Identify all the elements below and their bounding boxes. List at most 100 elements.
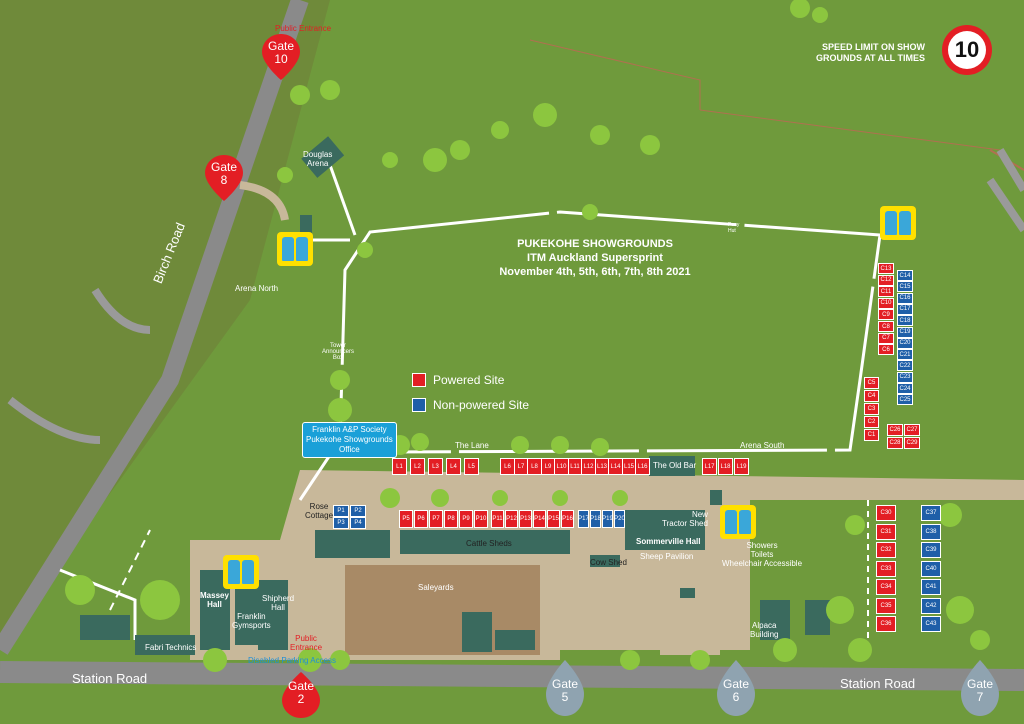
toilet-icon-showers[interactable] (720, 505, 756, 539)
site-p2[interactable]: P2 (350, 505, 366, 517)
site-l4[interactable]: L4 (446, 458, 461, 475)
site-c18[interactable]: C18 (897, 315, 913, 327)
speed-limit-text: SPEED LIMIT ON SHOW GROUNDS AT ALL TIMES (800, 42, 925, 64)
site-p11[interactable]: P11 (491, 510, 504, 528)
site-p8[interactable]: P8 (444, 510, 458, 528)
site-l18[interactable]: L18 (718, 458, 733, 475)
event-dates: November 4th, 5th, 6th, 7th, 8th 2021 (499, 266, 691, 278)
site-c22[interactable]: C22 (897, 360, 913, 372)
site-l17[interactable]: L17 (702, 458, 717, 475)
site-p20[interactable]: P20 (614, 510, 625, 528)
site-l2[interactable]: L2 (410, 458, 425, 475)
title-text: PUKEKOHE SHOWGROUNDS (517, 238, 673, 250)
site-p17[interactable]: P17 (578, 510, 589, 528)
site-c4[interactable]: C4 (864, 390, 879, 402)
speed-limit-sign-icon: 10 (942, 25, 992, 75)
site-c31[interactable]: C31 (876, 523, 896, 540)
site-c21[interactable]: C21 (897, 349, 913, 361)
site-p13[interactable]: P13 (519, 510, 532, 528)
site-p16[interactable]: P16 (561, 510, 574, 528)
site-p5[interactable]: P5 (399, 510, 413, 528)
site-c26[interactable]: C26 (887, 424, 903, 436)
event-name: ITM Auckland Supersprint (527, 252, 663, 264)
gate-7-marker[interactable]: Gate 7 (961, 660, 999, 716)
site-l3[interactable]: L3 (428, 458, 443, 475)
site-c11[interactable]: C11 (878, 286, 894, 298)
site-l19[interactable]: L19 (734, 458, 749, 475)
site-l10[interactable]: L10 (554, 458, 569, 475)
site-c23[interactable]: C23 (897, 371, 913, 383)
site-p15[interactable]: P15 (547, 510, 560, 528)
site-p18[interactable]: P18 (590, 510, 601, 528)
site-c7[interactable]: C7 (878, 332, 894, 344)
site-p6[interactable]: P6 (414, 510, 428, 528)
toilet-icon-massey[interactable] (223, 555, 259, 589)
site-c27[interactable]: C27 (904, 424, 920, 436)
site-c3[interactable]: C3 (864, 403, 879, 415)
site-p19[interactable]: P19 (602, 510, 613, 528)
site-c24[interactable]: C24 (897, 383, 913, 394)
site-c1[interactable]: C1 (864, 429, 879, 441)
site-p14[interactable]: P14 (533, 510, 546, 528)
site-c8[interactable]: C8 (878, 321, 894, 332)
site-c15[interactable]: C15 (897, 281, 913, 293)
site-c6[interactable]: C6 (878, 344, 894, 356)
site-c20[interactable]: C20 (897, 337, 913, 349)
site-l5[interactable]: L5 (464, 458, 479, 475)
site-p12[interactable]: P12 (505, 510, 518, 528)
site-c30[interactable]: C30 (876, 505, 896, 521)
gate-10-marker[interactable]: Gate 10 (262, 34, 300, 80)
gate-8-marker[interactable]: Gate 8 (205, 155, 243, 201)
site-c14[interactable]: C14 (897, 270, 913, 281)
site-c12[interactable]: C12 (878, 274, 894, 286)
site-c39[interactable]: C39 (921, 542, 941, 558)
site-c13[interactable]: C13 (878, 263, 894, 274)
toilet-icon-north[interactable] (277, 232, 313, 266)
site-p3[interactable]: P3 (333, 517, 349, 529)
site-c19[interactable]: C19 (897, 326, 913, 338)
site-p4[interactable]: P4 (350, 517, 366, 529)
site-p9[interactable]: P9 (459, 510, 473, 528)
site-c9[interactable]: C9 (878, 309, 894, 321)
massey-hall-label: Massey Hall (200, 591, 229, 609)
site-c17[interactable]: C17 (897, 303, 913, 315)
new-tractor-shed-label: New Tractor Shed (662, 510, 708, 528)
site-c33[interactable]: C33 (876, 560, 896, 577)
site-c42[interactable]: C42 (921, 597, 941, 614)
toilet-icon-east[interactable] (880, 206, 916, 240)
the-lane-label: The Lane (455, 441, 489, 450)
site-p7[interactable]: P7 (429, 510, 443, 528)
gate-5-marker[interactable]: Gate 5 (546, 660, 584, 716)
gate-10-label: Gate 10 (267, 39, 294, 66)
site-c34[interactable]: C34 (876, 579, 896, 595)
showers-label: Showers Toilets Wheelchair Accessible (722, 541, 803, 568)
site-l7[interactable]: L7 (513, 458, 529, 475)
site-c10[interactable]: C10 (878, 297, 894, 309)
office-label[interactable]: Franklin A&P Society Pukekohe Showground… (302, 422, 397, 458)
site-c36[interactable]: C36 (876, 616, 896, 632)
site-c2[interactable]: C2 (864, 416, 879, 428)
site-c5[interactable]: C5 (864, 377, 879, 389)
gate-6-marker[interactable]: Gate 6 (717, 660, 755, 716)
site-l1[interactable]: L1 (392, 458, 407, 475)
site-l16[interactable]: L16 (635, 458, 650, 475)
alpaca-building-label: Alpaca Building (750, 621, 779, 639)
site-c32[interactable]: C32 (876, 542, 896, 558)
site-c16[interactable]: C16 (897, 292, 913, 304)
site-c29[interactable]: C29 (904, 437, 920, 449)
site-c38[interactable]: C38 (921, 523, 941, 540)
site-c43[interactable]: C43 (921, 616, 941, 632)
shipherd-hall-label: Shipherd Hall (262, 594, 295, 612)
site-c41[interactable]: C41 (921, 579, 941, 595)
site-c37[interactable]: C37 (921, 505, 941, 521)
site-c25[interactable]: C25 (897, 394, 913, 406)
site-c28[interactable]: C28 (887, 437, 903, 449)
sheep-pavilion-label: Sheep Pavilion (640, 552, 694, 561)
site-c40[interactable]: C40 (921, 560, 941, 577)
site-p1[interactable]: P1 (333, 505, 349, 517)
legend-nonpowered-swatch (412, 398, 426, 412)
gate-2-marker[interactable]: Gate 2 (282, 672, 320, 718)
site-l9[interactable]: L9 (540, 458, 556, 475)
site-p10[interactable]: P10 (474, 510, 488, 528)
site-c35[interactable]: C35 (876, 597, 896, 614)
